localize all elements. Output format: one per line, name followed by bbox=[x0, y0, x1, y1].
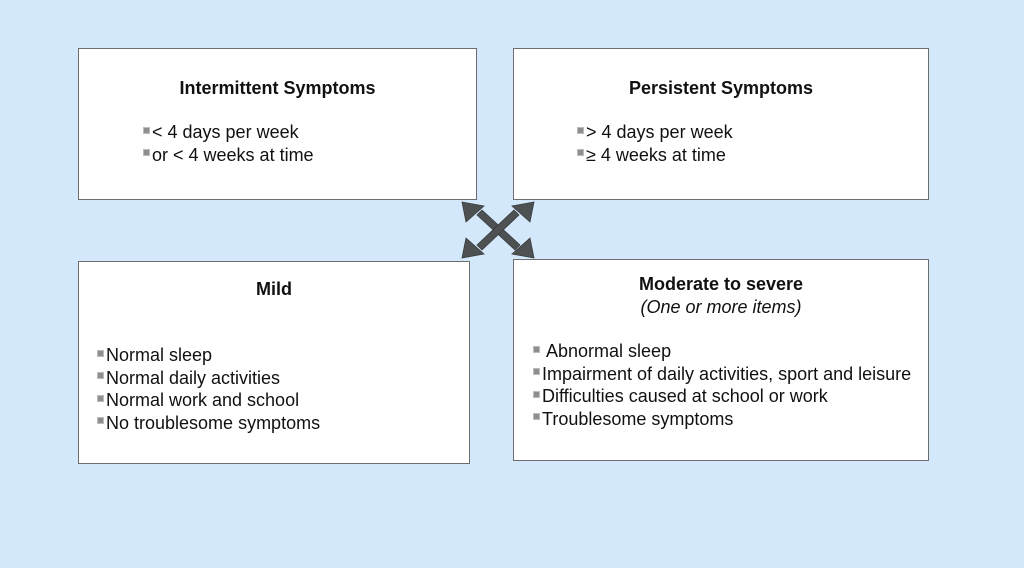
square-bullet-icon bbox=[97, 394, 104, 402]
square-bullet-icon bbox=[97, 349, 104, 357]
list-item-text: Impairment of daily activities, sport an… bbox=[542, 363, 912, 384]
persistent-symptoms-title: Persistent Symptoms bbox=[628, 78, 814, 98]
list-item: Troublesome symptoms bbox=[533, 408, 923, 431]
list-item-text: Normal work and school bbox=[106, 390, 300, 410]
list-item-text: or < 4 weeks at time bbox=[152, 144, 314, 165]
list-item-text: < 4 days per week bbox=[152, 122, 299, 142]
list-item-text: No troublesome symptoms bbox=[106, 412, 321, 433]
square-bullet-icon bbox=[533, 368, 540, 376]
mild-list: Normal sleep Normal daily activities Nor… bbox=[97, 344, 320, 434]
square-bullet-icon bbox=[143, 126, 150, 134]
list-item: Abnormal sleep bbox=[533, 340, 923, 363]
mild-box: Mild Normal sleep Normal daily activitie… bbox=[78, 261, 470, 464]
list-item: ≥ 4 weeks at time bbox=[577, 144, 733, 167]
list-item-text: Normal sleep bbox=[106, 345, 213, 365]
list-item: Normal sleep bbox=[97, 344, 320, 367]
list-item: Normal daily activities bbox=[97, 367, 320, 390]
list-item-text: Troublesome symptoms bbox=[542, 408, 734, 429]
list-item-text: Difficulties caused at school or work bbox=[542, 386, 828, 406]
moderate-to-severe-title: Moderate to severe bbox=[638, 274, 804, 294]
moderate-to-severe-box: Moderate to severe (One or more items) A… bbox=[513, 259, 929, 461]
intermittent-symptoms-list: < 4 days per week or < 4 weeks at time bbox=[143, 121, 314, 166]
square-bullet-icon bbox=[533, 345, 540, 353]
list-item: < 4 days per week bbox=[143, 121, 314, 144]
moderate-to-severe-subtitle: (One or more items) bbox=[640, 297, 802, 317]
list-item-text: > 4 days per week bbox=[586, 122, 733, 142]
list-item: No troublesome symptoms bbox=[97, 412, 320, 435]
square-bullet-icon bbox=[143, 149, 150, 157]
square-bullet-icon bbox=[97, 372, 104, 380]
persistent-symptoms-box: Persistent Symptoms > 4 days per week ≥ … bbox=[513, 48, 929, 200]
list-item: Difficulties caused at school or work bbox=[533, 385, 923, 408]
mild-title: Mild bbox=[256, 279, 292, 299]
list-item-text: Normal daily activities bbox=[106, 367, 281, 388]
list-item: Impairment of daily activities, sport an… bbox=[533, 363, 923, 386]
square-bullet-icon bbox=[577, 149, 584, 157]
intermittent-symptoms-box: Intermittent Symptoms < 4 days per week … bbox=[78, 48, 477, 200]
list-item-text: ≥ 4 weeks at time bbox=[586, 144, 726, 165]
list-item: Normal work and school bbox=[97, 389, 320, 412]
four-way-cross-arrows-icon bbox=[461, 201, 535, 259]
intermittent-symptoms-title: Intermittent Symptoms bbox=[179, 78, 376, 98]
list-item: > 4 days per week bbox=[577, 121, 733, 144]
moderate-to-severe-list: Abnormal sleep Impairment of daily activ… bbox=[533, 340, 923, 430]
list-item-text: Abnormal sleep bbox=[542, 341, 672, 361]
square-bullet-icon bbox=[97, 417, 104, 425]
square-bullet-icon bbox=[533, 413, 540, 421]
square-bullet-icon bbox=[533, 390, 540, 398]
list-item: or < 4 weeks at time bbox=[143, 144, 314, 167]
square-bullet-icon bbox=[577, 126, 584, 134]
persistent-symptoms-list: > 4 days per week ≥ 4 weeks at time bbox=[577, 121, 733, 166]
